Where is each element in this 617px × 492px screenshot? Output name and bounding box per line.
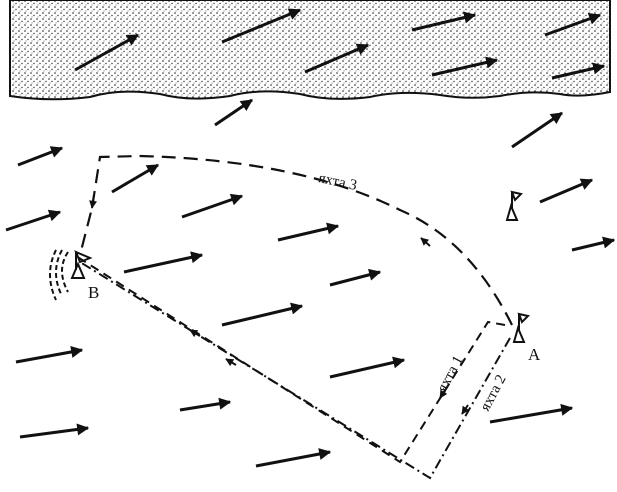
wind-arrow-icon xyxy=(329,268,382,287)
shore-area xyxy=(9,0,611,101)
wind-arrow-icon xyxy=(5,209,62,232)
wind-arrow-icon xyxy=(304,43,370,74)
wind-arrow-icon xyxy=(74,33,140,72)
wind-arrow-icon xyxy=(329,356,406,379)
wind-arrow-icon xyxy=(431,56,499,77)
point-b-label: B xyxy=(88,283,99,302)
wind-arrow-icon xyxy=(19,423,90,439)
buoy-flag-icon xyxy=(512,312,530,343)
wind-arrow-icon xyxy=(551,62,606,80)
wind-arrow-icon xyxy=(544,13,602,37)
wind-arrow-icon xyxy=(221,8,302,44)
wind-arrow-icon xyxy=(511,111,563,149)
yacht3-direction-arrow xyxy=(89,194,98,209)
wind-arrow-icon xyxy=(539,178,594,204)
buoy-flag-icon xyxy=(49,249,93,301)
yacht1-route xyxy=(75,255,506,464)
wind-arrow-icon xyxy=(123,251,204,274)
yacht1-direction-arrow xyxy=(439,389,448,399)
yacht3-route xyxy=(78,154,513,326)
wind-arrows xyxy=(5,8,616,468)
buoy-flag-icon xyxy=(505,190,523,221)
yacht2-direction-arrow xyxy=(461,404,470,415)
wind-arrow-icon xyxy=(181,193,244,219)
yacht3-label: яхта 3 xyxy=(317,170,358,194)
wind-arrow-icon xyxy=(277,222,340,242)
yacht3-direction-arrow xyxy=(420,237,431,247)
yacht2-direction-arrow xyxy=(225,358,237,367)
wind-arrow-icon xyxy=(17,146,64,167)
wind-arrow-icon xyxy=(571,236,616,252)
wind-arrow-icon xyxy=(255,448,332,468)
wind-arrow-icon xyxy=(214,98,253,127)
wind-arrow-icon xyxy=(221,302,304,327)
point-a-label: A xyxy=(528,345,541,364)
yacht2-label: яхта 2 xyxy=(477,372,509,414)
wind-arrow-icon xyxy=(411,11,477,32)
wind-arrow-icon xyxy=(111,163,160,194)
wind-arrow-icon xyxy=(179,397,232,412)
wind-arrow-icon xyxy=(489,403,574,424)
yacht1-label: яхта 1 xyxy=(434,353,466,395)
wind-arrow-icon xyxy=(15,346,84,364)
yacht2-route xyxy=(79,261,511,480)
